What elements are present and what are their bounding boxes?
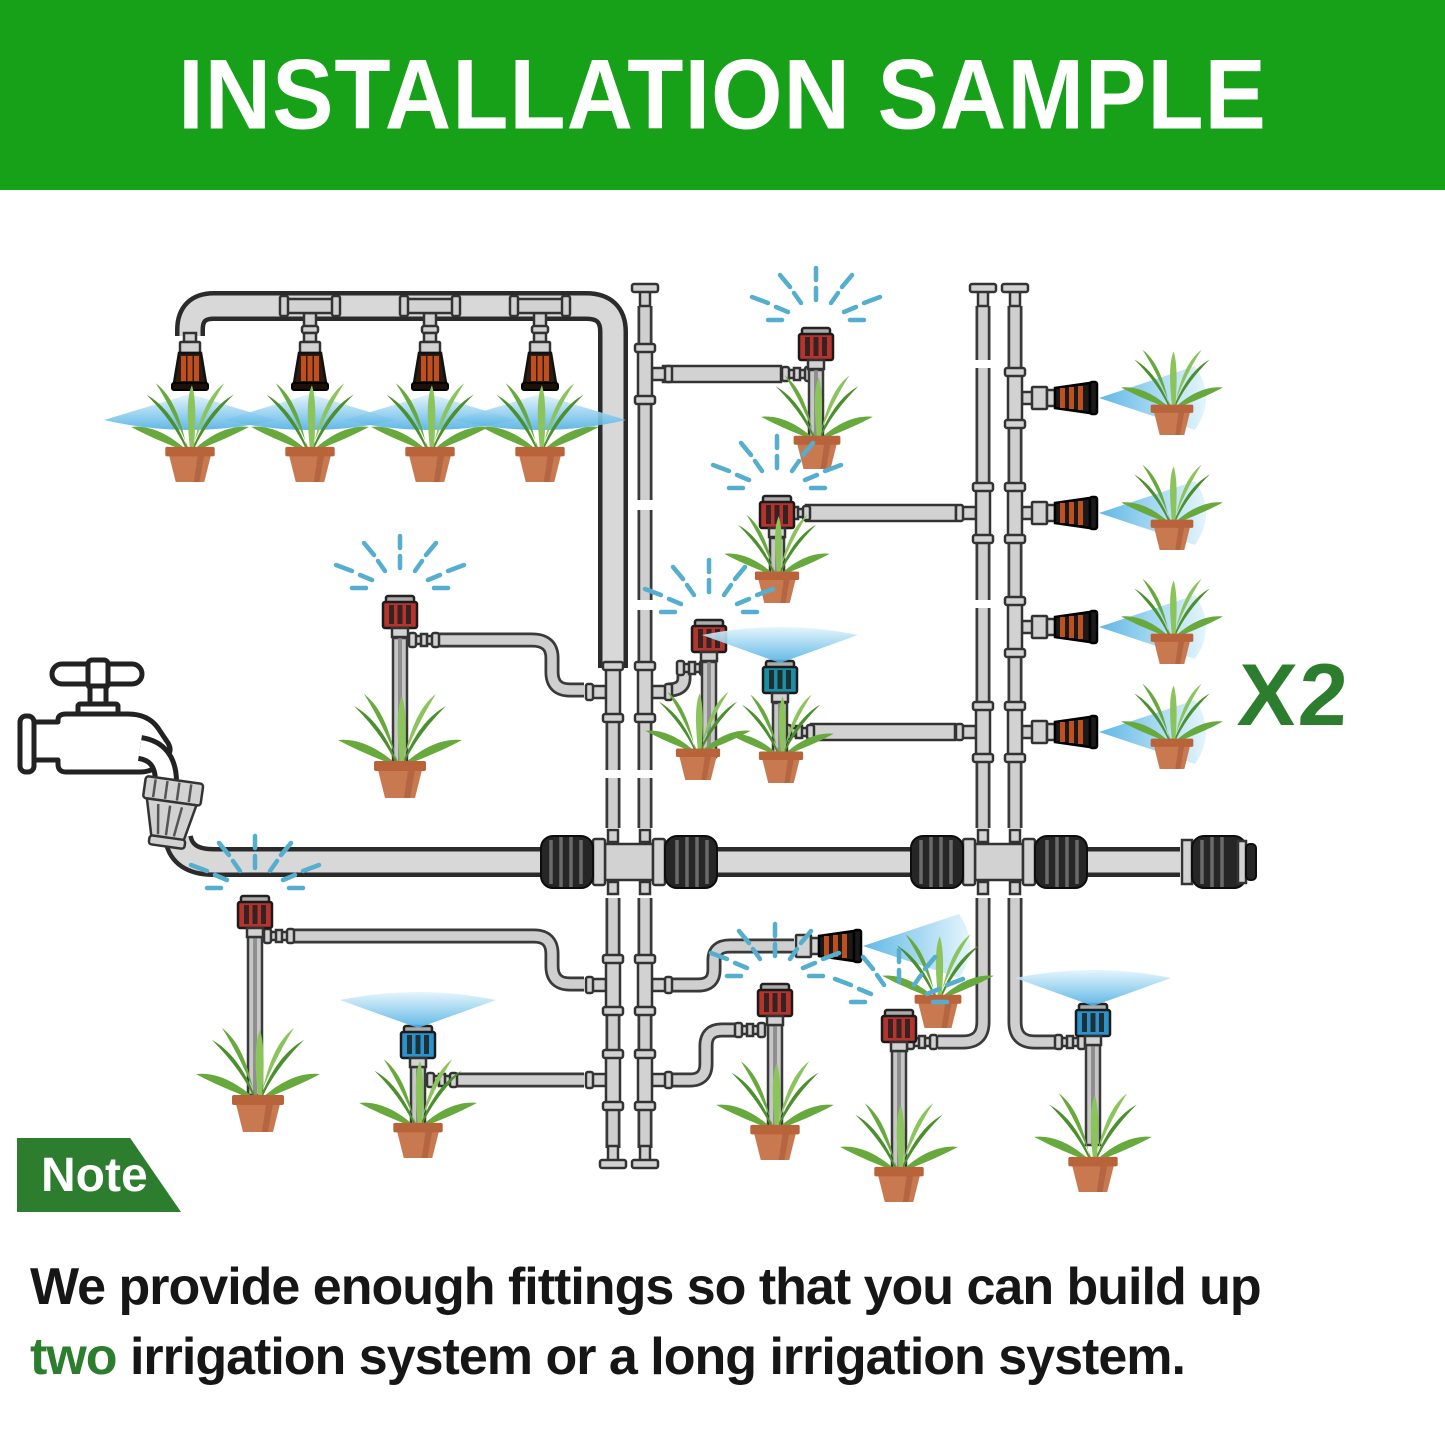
pipe-network [163,291,1180,1148]
footer-note: We provide enough fittings so that you c… [30,1252,1425,1392]
blue-dripper-stake-icon [399,1024,437,1069]
potted-plant-icon [196,1028,320,1132]
note-label: Note [41,1148,148,1202]
misting-nozzle-icon [410,331,450,392]
footer-line1: We provide enough fittings so that you c… [30,1258,1262,1316]
blue-dripper-stake-icon [761,659,799,704]
end-plug-icon [1000,282,1030,308]
potted-plant-icon [251,383,369,482]
main-line-end-cap-icon [1180,834,1258,890]
connector-tube [809,722,957,742]
barbed-tee-icon [584,953,625,1017]
barbed-tee-icon [954,481,995,545]
note-badge: Note [17,1138,181,1212]
barbed-tee-icon [954,700,995,764]
end-plug-icon [598,1144,628,1170]
four-way-manifold-icon [539,828,719,896]
header-banner: INSTALLATION SAMPLE [0,0,1445,190]
burst-spray-icon [336,536,464,588]
barbed-tee-icon [584,1048,625,1112]
potted-plant-icon [1121,578,1223,664]
barbed-tee-icon [584,660,625,724]
barbed-tee-icon [633,1048,674,1112]
faucet-connector-icon [142,775,205,850]
end-plug-icon [968,282,998,308]
barbed-tee-icon [633,660,674,724]
barbed-tee-icon [633,953,674,1017]
potted-plant-icon [131,383,249,482]
potted-plant-icon [481,383,599,482]
end-plug-icon [630,282,660,308]
red-dripper-stake-icon [756,982,794,1027]
footer-line2-rest: irrigation system or a long irrigation s… [116,1328,1186,1386]
jet-sprayer-icon [1030,380,1099,416]
potted-plant-icon [724,514,830,603]
potted-plant-icon [338,694,462,798]
connector-tube [661,364,783,384]
misting-nozzle-icon [290,331,330,392]
faucet-icon [17,657,205,850]
jet-sprayer-icon [1030,495,1099,531]
barbed-coupler-icon [733,1021,767,1039]
burst-spray-icon [645,560,773,612]
four-way-manifold-icon [909,828,1089,896]
multiplier-label: X2 [1235,645,1353,744]
potted-plant-icon [1121,464,1223,550]
potted-plant-icon [840,1103,958,1202]
misting-nozzle-icon [520,331,560,392]
barbed-coupler-icon [407,631,441,649]
barbed-tee-icon [398,294,462,335]
potted-plant-icon [371,383,489,482]
red-dripper-stake-icon [797,326,835,371]
umbrella-spray-icon [340,992,496,1028]
potted-plant-icon [716,1061,834,1160]
potted-plant-icon [1034,1093,1152,1192]
page-title: INSTALLATION SAMPLE [178,39,1267,150]
jet-sprayer-icon [1030,714,1099,750]
burst-spray-icon [752,268,880,320]
barbed-tee-icon [508,294,572,335]
footer-highlight: two [30,1328,118,1386]
connector-tube [804,503,958,523]
potted-plant-icon [1121,683,1223,769]
end-plug-icon [630,1144,660,1170]
misting-nozzle-icon [170,331,210,392]
potted-plant-icon [728,694,834,783]
barbed-tee-icon [278,294,342,335]
barbed-tee-icon [633,342,674,406]
red-dripper-stake-icon [381,594,419,639]
potted-plant-icon [1121,349,1223,435]
barbed-coupler-icon [262,927,296,945]
footer-line2: two irrigation system or a long irrigati… [30,1322,1425,1392]
jet-sprayer-icon [1030,609,1099,645]
umbrella-spray-icon [1015,970,1171,1006]
